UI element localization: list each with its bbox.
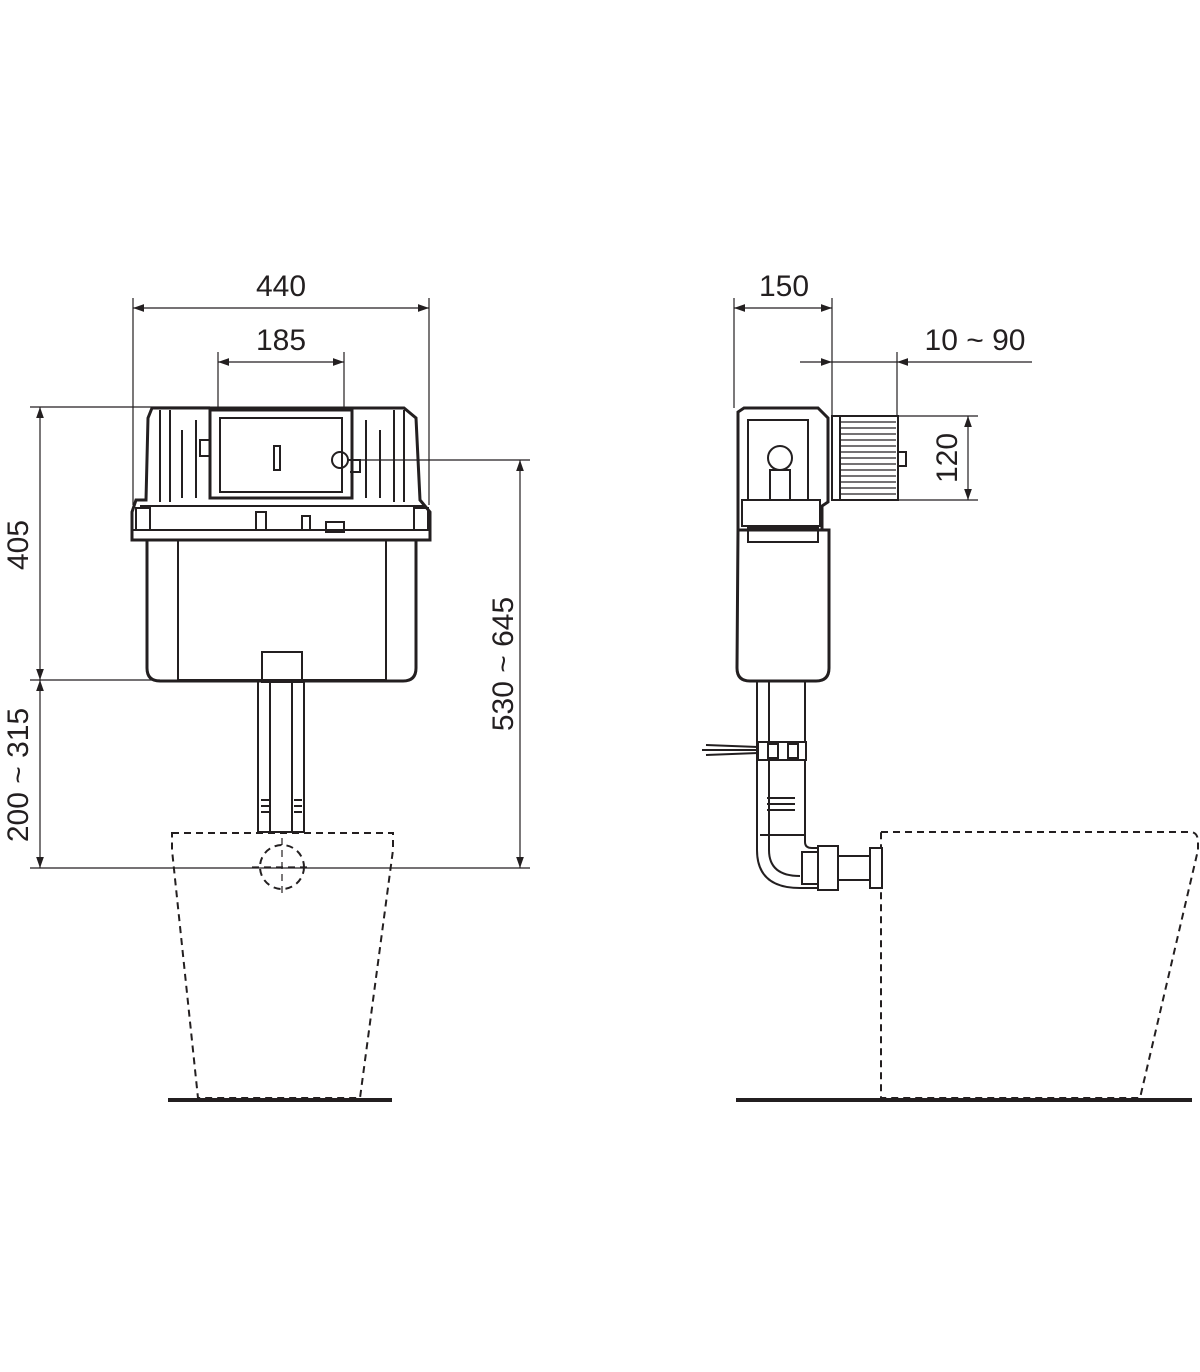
dim-120: 120	[898, 415, 978, 501]
dim-405-label: 405	[2, 520, 35, 570]
side-flush-pipe	[702, 680, 883, 891]
dim-120-label: 120	[931, 433, 964, 483]
dim-530-645-label: 530 ~ 645	[487, 597, 520, 731]
dim-200-315-label: 200 ~ 315	[2, 708, 35, 842]
dim-440-label: 440	[256, 270, 306, 303]
dim-10-90-label: 10 ~ 90	[925, 324, 1026, 357]
side-view: 150 10 ~ 90 120	[702, 270, 1199, 1102]
dim-200-315: 200 ~ 315	[2, 680, 530, 869]
dim-10-90: 10 ~ 90	[800, 324, 1032, 416]
front-view: 440 185 405 200 ~ 315 530 ~ 645	[2, 270, 530, 1102]
dim-150: 150	[733, 270, 833, 416]
dim-530-645: 530 ~ 645	[348, 459, 530, 868]
dim-185: 185	[217, 324, 345, 410]
dim-440: 440	[132, 270, 430, 505]
front-cistern	[130, 406, 432, 683]
dim-405: 405	[2, 406, 210, 681]
side-toilet-outline	[880, 831, 1199, 1099]
dim-150-label: 150	[759, 270, 809, 303]
dim-185-label: 185	[256, 324, 306, 357]
side-cistern	[735, 406, 907, 683]
front-toilet-outline	[171, 832, 394, 1099]
